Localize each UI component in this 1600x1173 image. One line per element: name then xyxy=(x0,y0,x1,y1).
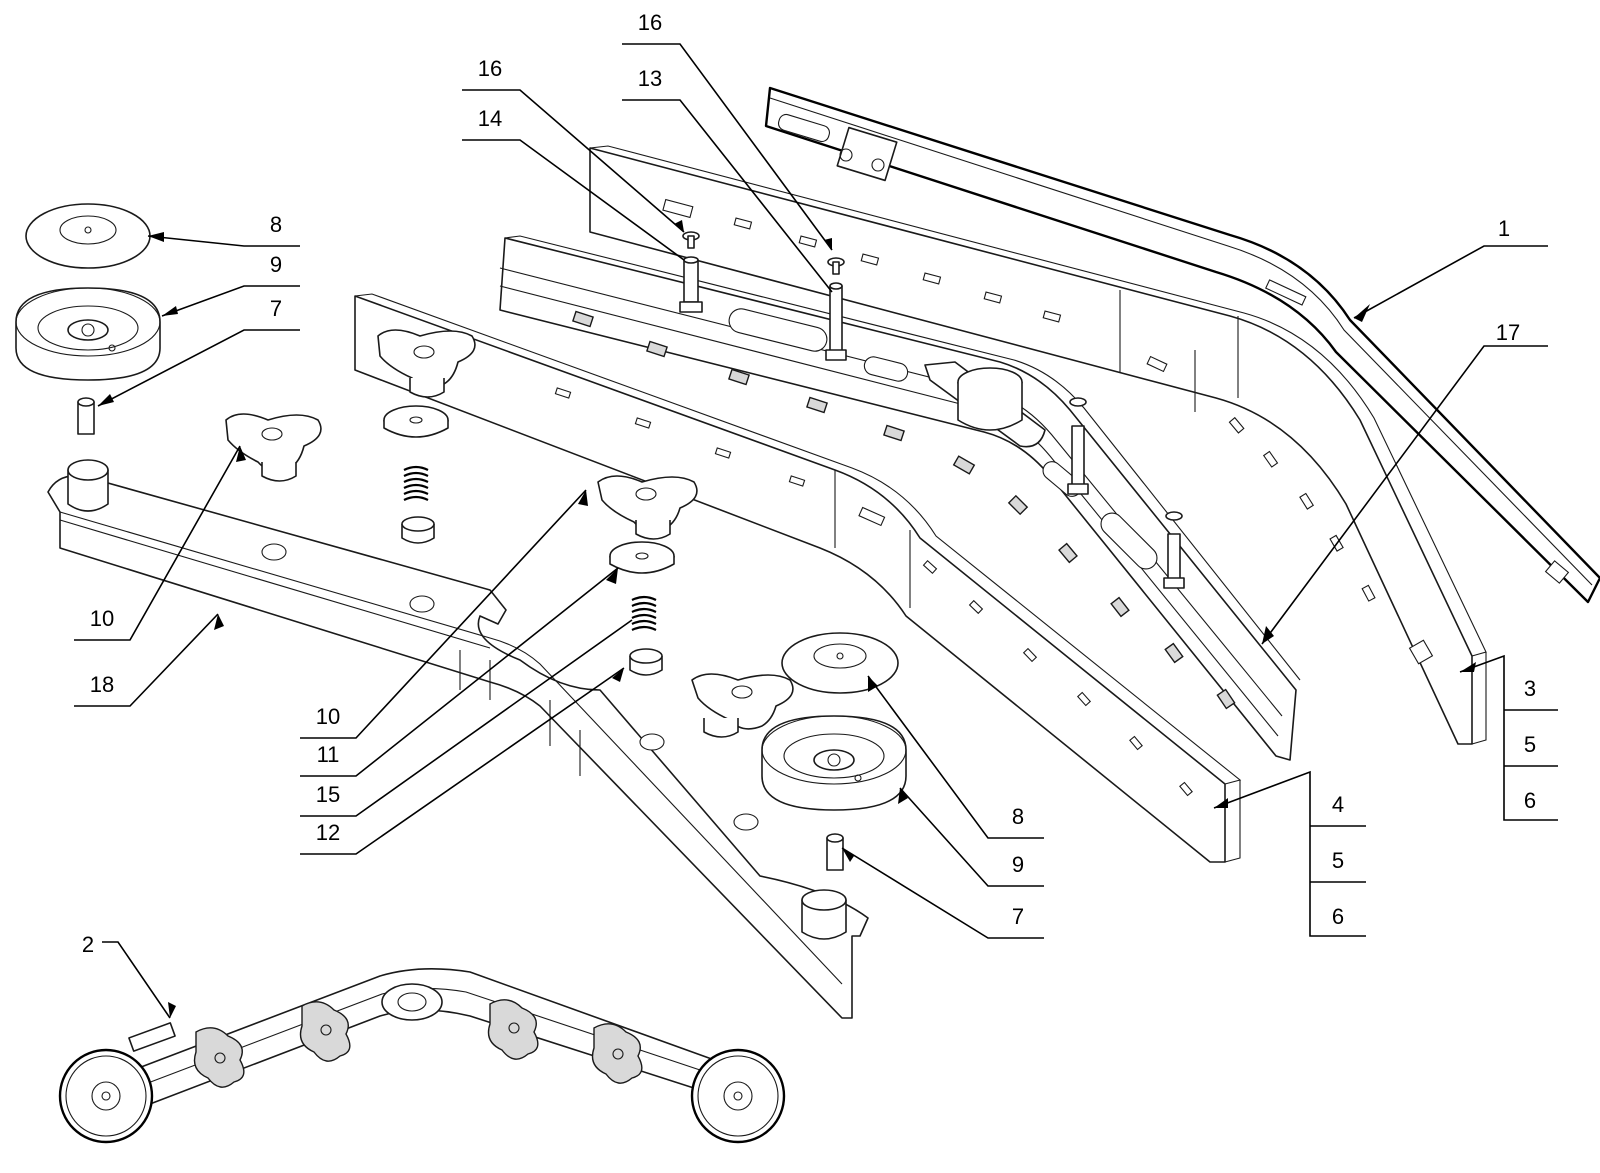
main-bracket-part-18 xyxy=(47,459,869,1019)
label-part-5-b: 5 xyxy=(1332,848,1344,873)
washer-part-11-center xyxy=(609,541,675,574)
star-knob-part-10-left xyxy=(225,413,322,482)
label-part-15: 15 xyxy=(316,782,340,807)
axle-pin-part-7-top xyxy=(77,397,95,435)
axle-pin-part-7-bottom xyxy=(826,833,844,871)
label-part-6-a: 6 xyxy=(1524,788,1536,813)
label-part-5-a: 5 xyxy=(1524,732,1536,757)
label-part-16-left: 16 xyxy=(478,56,502,81)
label-part-7-bottom: 7 xyxy=(1012,904,1024,929)
star-knob-top xyxy=(377,329,476,398)
label-part-4: 4 xyxy=(1332,792,1344,817)
arrowheads xyxy=(98,220,1476,1018)
assembled-view xyxy=(58,968,786,1144)
standoff-right-b xyxy=(1163,511,1185,589)
leader-lines xyxy=(74,43,1558,1019)
screw-part-16-left xyxy=(682,231,700,249)
label-part-10-center: 10 xyxy=(316,704,340,729)
label-part-14: 14 xyxy=(478,106,502,131)
label-part-10-left: 10 xyxy=(90,606,114,631)
label-part-17: 17 xyxy=(1496,320,1520,345)
washer-part-11-top xyxy=(383,405,449,438)
wheel-part-9-top xyxy=(15,287,161,381)
label-part-16-right: 16 xyxy=(638,10,662,35)
label-part-3: 3 xyxy=(1524,676,1536,701)
spring-part-15 xyxy=(631,595,657,631)
middle-strip-part-3 xyxy=(589,145,1487,745)
part-labels: 16 13 16 14 1 17 3 5 6 4 5 6 8 9 7 10 18… xyxy=(82,10,1536,957)
label-part-9-bottom: 9 xyxy=(1012,852,1024,877)
assembled-wheel-left xyxy=(58,1048,154,1144)
front-strip-part-4 xyxy=(354,293,1242,863)
spring-part-12-top xyxy=(403,465,429,501)
wheel-part-9-bottom xyxy=(761,715,907,811)
star-knob-part-10-center xyxy=(597,475,698,540)
label-part-8-top: 8 xyxy=(270,212,282,237)
assembled-knob-2 xyxy=(299,1001,351,1062)
standoff-part-13 xyxy=(825,282,847,361)
star-knob-bottom xyxy=(691,673,794,738)
wheel-cover-part-8-top xyxy=(25,203,151,269)
standoff-part-14 xyxy=(679,256,703,313)
label-part-11: 11 xyxy=(317,742,340,767)
label-part-6-b: 6 xyxy=(1332,904,1344,929)
bushing-part-12 xyxy=(629,648,663,676)
assembled-knob-1 xyxy=(193,1027,245,1088)
assembled-knob-4 xyxy=(591,1023,643,1084)
screw-part-16-right xyxy=(827,257,845,275)
label-part-12: 12 xyxy=(316,820,340,845)
blade-holder-part-17 xyxy=(499,235,1301,761)
label-part-9-top: 9 xyxy=(270,252,282,277)
label-part-8-bottom: 8 xyxy=(1012,804,1024,829)
standoff-right-a xyxy=(1067,397,1089,495)
label-part-2: 2 xyxy=(82,932,94,957)
label-part-1: 1 xyxy=(1498,216,1510,241)
label-part-13: 13 xyxy=(638,66,662,91)
wheel-cover-part-8-bottom xyxy=(781,632,899,694)
rear-blade-part-1 xyxy=(764,86,1600,604)
assembled-knob-3 xyxy=(487,999,539,1060)
assembled-wheel-right xyxy=(690,1048,786,1144)
label-part-18: 18 xyxy=(90,672,114,697)
label-part-7-top: 7 xyxy=(270,296,282,321)
bushing-top xyxy=(401,516,435,544)
